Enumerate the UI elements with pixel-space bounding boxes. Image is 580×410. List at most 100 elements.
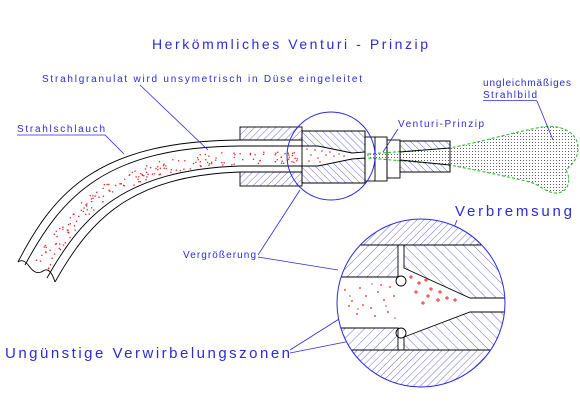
granulate-dot: [134, 170, 136, 172]
nut-collar: [386, 139, 401, 179]
granulate-dot: [281, 160, 283, 162]
granulate-dot: [276, 151, 279, 153]
granulate-dot: [275, 152, 277, 154]
granulate-dot: [254, 154, 256, 156]
granulate-dot: [133, 184, 135, 186]
granulate-dot: [139, 181, 142, 183]
granulate-dot: [195, 161, 197, 164]
granulate-dot: [222, 164, 224, 166]
granulate-dot: [262, 153, 265, 156]
granulate-dot: [108, 189, 110, 192]
granulate-dot: [58, 227, 61, 230]
granulate-dot: [62, 228, 64, 230]
braking-label: Verbremsung: [455, 203, 572, 220]
granulate-dot: [96, 191, 98, 194]
granulate-dot: [241, 158, 244, 161]
hose-label: Strahlschlauch: [17, 124, 105, 135]
granulate-dot: [233, 152, 235, 154]
granulate-dot: [143, 175, 145, 177]
granulate-dot: [293, 161, 295, 163]
venturi-label: Venturi-Prinzip: [398, 119, 484, 130]
granulate-dot: [84, 213, 87, 216]
granulate-dot: [170, 171, 172, 174]
fitting-bottom-block: [239, 171, 303, 187]
granulate-dot: [137, 176, 140, 178]
granulate-dot: [82, 210, 85, 213]
granulate-dot: [291, 161, 293, 163]
detail-ring-large: [336, 218, 506, 388]
granulate-dot: [102, 200, 104, 203]
detail-hose-wall-top: [337, 245, 398, 277]
granulate-dot: [158, 160, 161, 163]
granulate-dot: [221, 152, 223, 154]
granulate-dot: [221, 161, 223, 164]
enlarged-detail-view: [336, 218, 506, 388]
granulate-dot: [214, 159, 217, 161]
granulate-dot: [135, 176, 137, 178]
granulate-dot: [145, 178, 147, 181]
granulate-dot: [51, 257, 53, 259]
granulate-dot: [43, 246, 46, 248]
granulate-dot: [280, 156, 283, 158]
turbulence-zone-lower-marker: [395, 327, 407, 339]
granulate-dot: [179, 169, 182, 172]
granulate-dot: [123, 178, 126, 180]
outlet-outline: [400, 140, 451, 173]
granulate-dot: [56, 235, 58, 238]
venturi-leader: [382, 128, 399, 153]
hose-inner-bottom-line: [46, 165, 302, 279]
granulate-dot: [73, 213, 75, 215]
blast-hose: [17, 139, 302, 283]
granulate-dot: [294, 157, 296, 159]
granulate-dot: [141, 174, 144, 177]
granulate-dot: [41, 254, 43, 256]
granulate-dot: [284, 152, 286, 155]
granulate-dot: [111, 191, 114, 193]
granulate-dot: [288, 154, 290, 156]
granulate-dot: [92, 197, 94, 200]
granulate-dot: [199, 164, 202, 167]
granulate-dot: [88, 213, 90, 215]
nozzle-head: [301, 130, 366, 184]
granulate-dot: [183, 168, 185, 170]
granulate-dot: [208, 164, 210, 167]
granulate-note-label: Strahlgranulat wird unsymetrisch in Düse…: [42, 74, 362, 85]
granulate-dot: [252, 158, 255, 160]
granulate-dot: [165, 165, 167, 167]
hose-outer-top-line: [17, 139, 302, 263]
granulate-dot: [274, 160, 277, 163]
granulate-dot: [74, 229, 76, 231]
granulate-dot: [172, 159, 174, 161]
granulate-dot: [69, 236, 71, 239]
granulate-dot: [199, 154, 201, 156]
granulate-dot: [170, 168, 173, 171]
granulate-dot: [49, 249, 51, 252]
granulate-dot: [155, 167, 157, 170]
detail-insert-lower: [404, 312, 505, 350]
granulate-dot: [249, 152, 252, 155]
granulate-dot: [90, 200, 93, 203]
detail-granulate-impacts: [409, 275, 457, 305]
granulate-dot: [184, 160, 186, 162]
granulate-dot: [83, 207, 85, 209]
spray-pattern-label-line1: ungleichmäßiges: [483, 78, 571, 89]
granulate-dot: [162, 164, 165, 167]
granulate-dot: [196, 156, 199, 159]
granulate-dot: [62, 244, 65, 246]
granulate-dot: [85, 205, 88, 207]
granulate-dot: [108, 183, 110, 186]
hose-granulate: [35, 151, 299, 270]
granulate-dot: [45, 246, 47, 248]
granulate-dot: [276, 159, 278, 161]
granulate-dot: [293, 151, 296, 154]
granulate-dot: [259, 160, 261, 162]
granulate-dot: [249, 153, 252, 156]
granulate-dot: [205, 158, 207, 161]
granulate-dot: [86, 203, 88, 205]
granulate-dot: [69, 222, 72, 225]
granulate-dot: [210, 161, 213, 163]
granulate-dot: [80, 202, 83, 204]
granulate-dot: [62, 226, 64, 228]
granulate-dot: [44, 244, 47, 247]
